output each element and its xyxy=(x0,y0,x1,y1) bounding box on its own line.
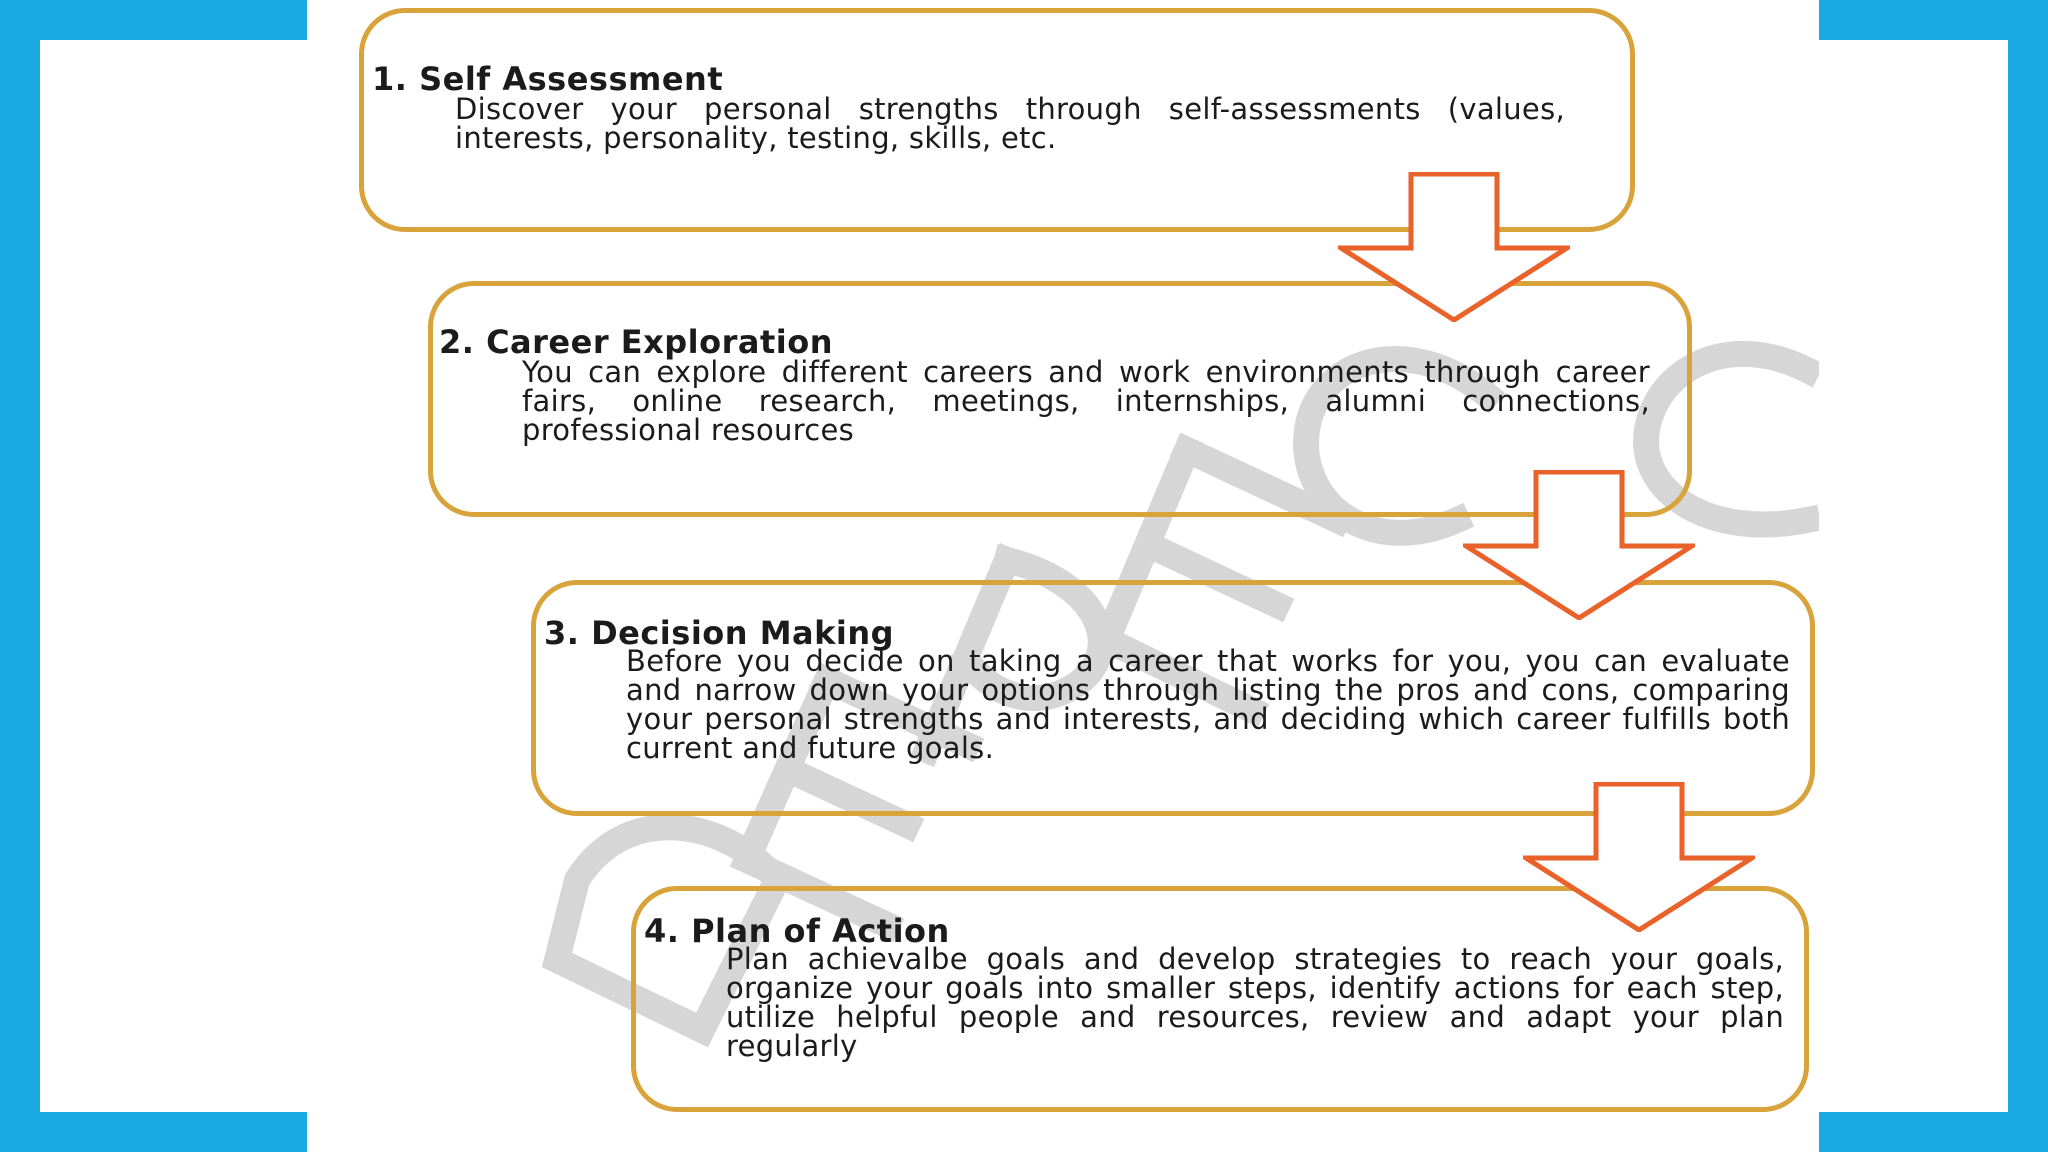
step-3-box: 3. Decision Making Before you decide on … xyxy=(531,580,1815,816)
career-planning-diagram: 1. Self Assessment Discover your persona… xyxy=(307,0,1819,1152)
step-4-description: Plan achievalbe goals and develop strate… xyxy=(726,942,1784,1063)
step-1-title: 1. Self Assessment xyxy=(372,60,724,98)
step-2-description: You can explore different careers and wo… xyxy=(522,355,1650,447)
frame-top-left-band xyxy=(40,0,307,40)
step-4-title: 4. Plan of Action xyxy=(644,912,950,950)
step-2-title: 2. Career Exploration xyxy=(439,323,834,361)
down-arrow-icon xyxy=(1338,172,1570,322)
frame-top-right-band xyxy=(1819,0,2008,40)
step-4-box: 4. Plan of Action Plan achievalbe goals … xyxy=(631,886,1809,1112)
step-1-box: 1. Self Assessment Discover your persona… xyxy=(359,8,1635,232)
frame-bottom-right-band xyxy=(1819,1112,2008,1152)
step-1-description: Discover your personal strengths through… xyxy=(455,92,1565,155)
step-3-title: 3. Decision Making xyxy=(544,614,895,652)
frame-bottom-left-band xyxy=(40,1112,307,1152)
step-2-box: 2. Career Exploration You can explore di… xyxy=(428,281,1692,517)
down-arrow-icon xyxy=(1523,782,1755,932)
down-arrow-icon xyxy=(1463,470,1695,620)
step-3-description: Before you decide on taking a career tha… xyxy=(626,644,1790,765)
